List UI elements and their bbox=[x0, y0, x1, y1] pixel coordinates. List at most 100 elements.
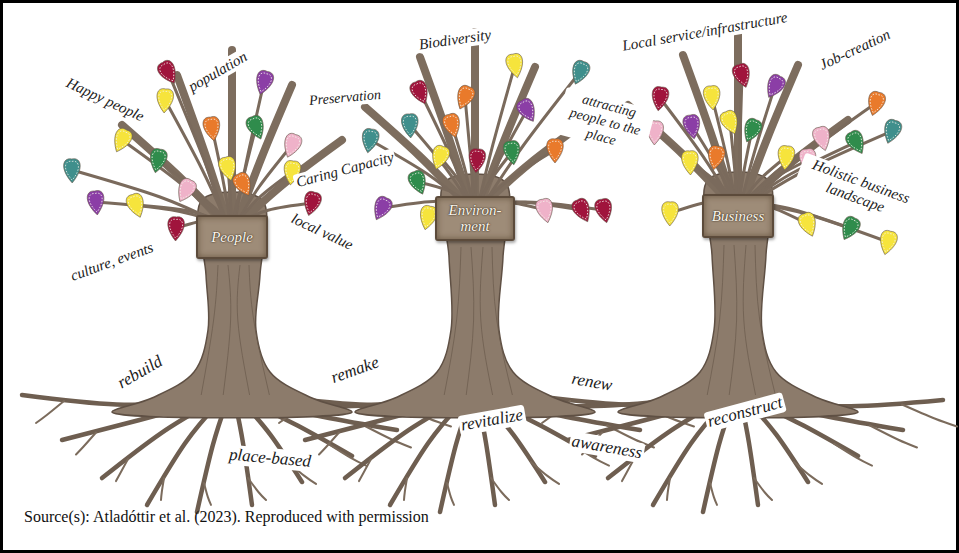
leaf-shape bbox=[761, 72, 787, 101]
leaf-shape bbox=[811, 125, 833, 153]
leaf-stitch bbox=[742, 119, 762, 142]
leaf bbox=[502, 140, 522, 166]
leaf bbox=[718, 108, 743, 137]
leaf bbox=[547, 139, 564, 163]
leaf-stitch bbox=[409, 171, 428, 193]
leaf-stitch bbox=[158, 91, 172, 111]
leaf bbox=[703, 85, 722, 111]
leaf bbox=[731, 62, 754, 90]
leaf bbox=[63, 159, 80, 184]
leaf bbox=[109, 126, 134, 155]
leaf bbox=[661, 202, 678, 227]
leaf-stitch bbox=[883, 121, 901, 143]
tree-label: awareness bbox=[568, 431, 645, 463]
root-line bbox=[667, 478, 670, 500]
leaf-shape bbox=[661, 202, 678, 227]
sign-text: People bbox=[211, 229, 253, 246]
leaf bbox=[202, 116, 222, 143]
leaf-stitch bbox=[684, 116, 700, 137]
tree-branch bbox=[655, 132, 731, 203]
leaf-stitch bbox=[705, 88, 720, 108]
leaf-stitch bbox=[652, 88, 667, 109]
leaf-stitch bbox=[411, 81, 431, 104]
bark-line bbox=[729, 245, 737, 395]
leaf bbox=[776, 145, 795, 171]
leaf bbox=[244, 113, 269, 142]
leaf-shape bbox=[406, 169, 430, 198]
leaf-shape bbox=[428, 144, 451, 172]
leaf-stitch bbox=[65, 161, 78, 180]
leaf bbox=[468, 148, 487, 174]
leaf-shape bbox=[837, 214, 863, 243]
leaf bbox=[796, 211, 820, 239]
leaf-shape bbox=[864, 90, 887, 118]
leaf-shape bbox=[796, 211, 820, 239]
leaf-stitch bbox=[504, 142, 519, 163]
leaf-shape bbox=[230, 170, 256, 199]
leaf-stitch bbox=[403, 116, 417, 136]
root-line bbox=[204, 483, 211, 505]
tree-trunk bbox=[618, 172, 858, 418]
leaf-shape bbox=[731, 62, 754, 90]
leaf-stitch bbox=[764, 75, 785, 98]
leaf-stitch bbox=[867, 93, 885, 115]
leaf-stitch bbox=[879, 232, 896, 253]
leaf bbox=[570, 196, 596, 225]
root-line bbox=[754, 478, 772, 500]
leaf bbox=[280, 132, 304, 160]
leaf bbox=[534, 197, 556, 224]
leaf-shape bbox=[502, 140, 522, 166]
leaf-stitch bbox=[282, 135, 301, 157]
root-line bbox=[491, 478, 509, 500]
leaf bbox=[682, 113, 703, 140]
leaf-shape bbox=[369, 194, 395, 223]
leaf-stitch bbox=[255, 72, 273, 94]
sign-board: Business bbox=[702, 194, 774, 238]
leaf-shape bbox=[441, 112, 464, 140]
leaf-shape bbox=[547, 139, 564, 163]
figure-caption: Source(s): Atladóttir et al. (2023). Rep… bbox=[24, 508, 429, 526]
tree-branch bbox=[165, 100, 227, 223]
tree-label: remake bbox=[327, 352, 384, 389]
root-line bbox=[531, 462, 559, 484]
root-line bbox=[319, 433, 339, 455]
bark-line bbox=[237, 265, 249, 395]
tree-label: Preservation bbox=[307, 87, 384, 110]
leaf-stitch bbox=[549, 141, 562, 160]
leaf-shape bbox=[202, 116, 222, 143]
leaf bbox=[505, 52, 526, 79]
root-line bbox=[447, 483, 454, 505]
leaf-stitch bbox=[733, 65, 751, 87]
leaf-stitch bbox=[169, 219, 183, 238]
tree-label: population bbox=[184, 47, 252, 96]
tree-label: culture, events bbox=[66, 238, 157, 285]
leaf bbox=[514, 96, 540, 125]
leaf-stitch bbox=[708, 147, 724, 168]
tree-label: Happy people bbox=[62, 74, 149, 127]
leaf-shape bbox=[408, 78, 433, 107]
root-line bbox=[870, 426, 917, 448]
leaf-shape bbox=[877, 229, 899, 257]
leaf-stitch bbox=[721, 111, 740, 133]
leaf-shape bbox=[650, 86, 670, 112]
leaf-shape bbox=[63, 159, 80, 184]
root-line bbox=[902, 405, 957, 427]
leaf bbox=[124, 192, 148, 220]
leaf-stitch bbox=[158, 61, 179, 84]
tree-label: place-based bbox=[226, 445, 314, 472]
leaf-stitch bbox=[455, 86, 474, 108]
leaf-stitch bbox=[596, 200, 613, 221]
leaf-shape bbox=[452, 83, 477, 112]
bark-line bbox=[444, 247, 461, 395]
leaf-shape bbox=[594, 197, 615, 224]
leaf bbox=[864, 90, 887, 118]
leaf-stitch bbox=[127, 195, 145, 217]
bark-line bbox=[249, 265, 269, 395]
leaf-stitch bbox=[431, 147, 449, 169]
leaf-shape bbox=[147, 147, 168, 174]
sign-board: Environ- ment bbox=[435, 196, 515, 241]
leaf bbox=[568, 59, 592, 88]
leaf-shape bbox=[705, 144, 726, 171]
leaf bbox=[837, 214, 863, 243]
leaf bbox=[843, 128, 869, 157]
